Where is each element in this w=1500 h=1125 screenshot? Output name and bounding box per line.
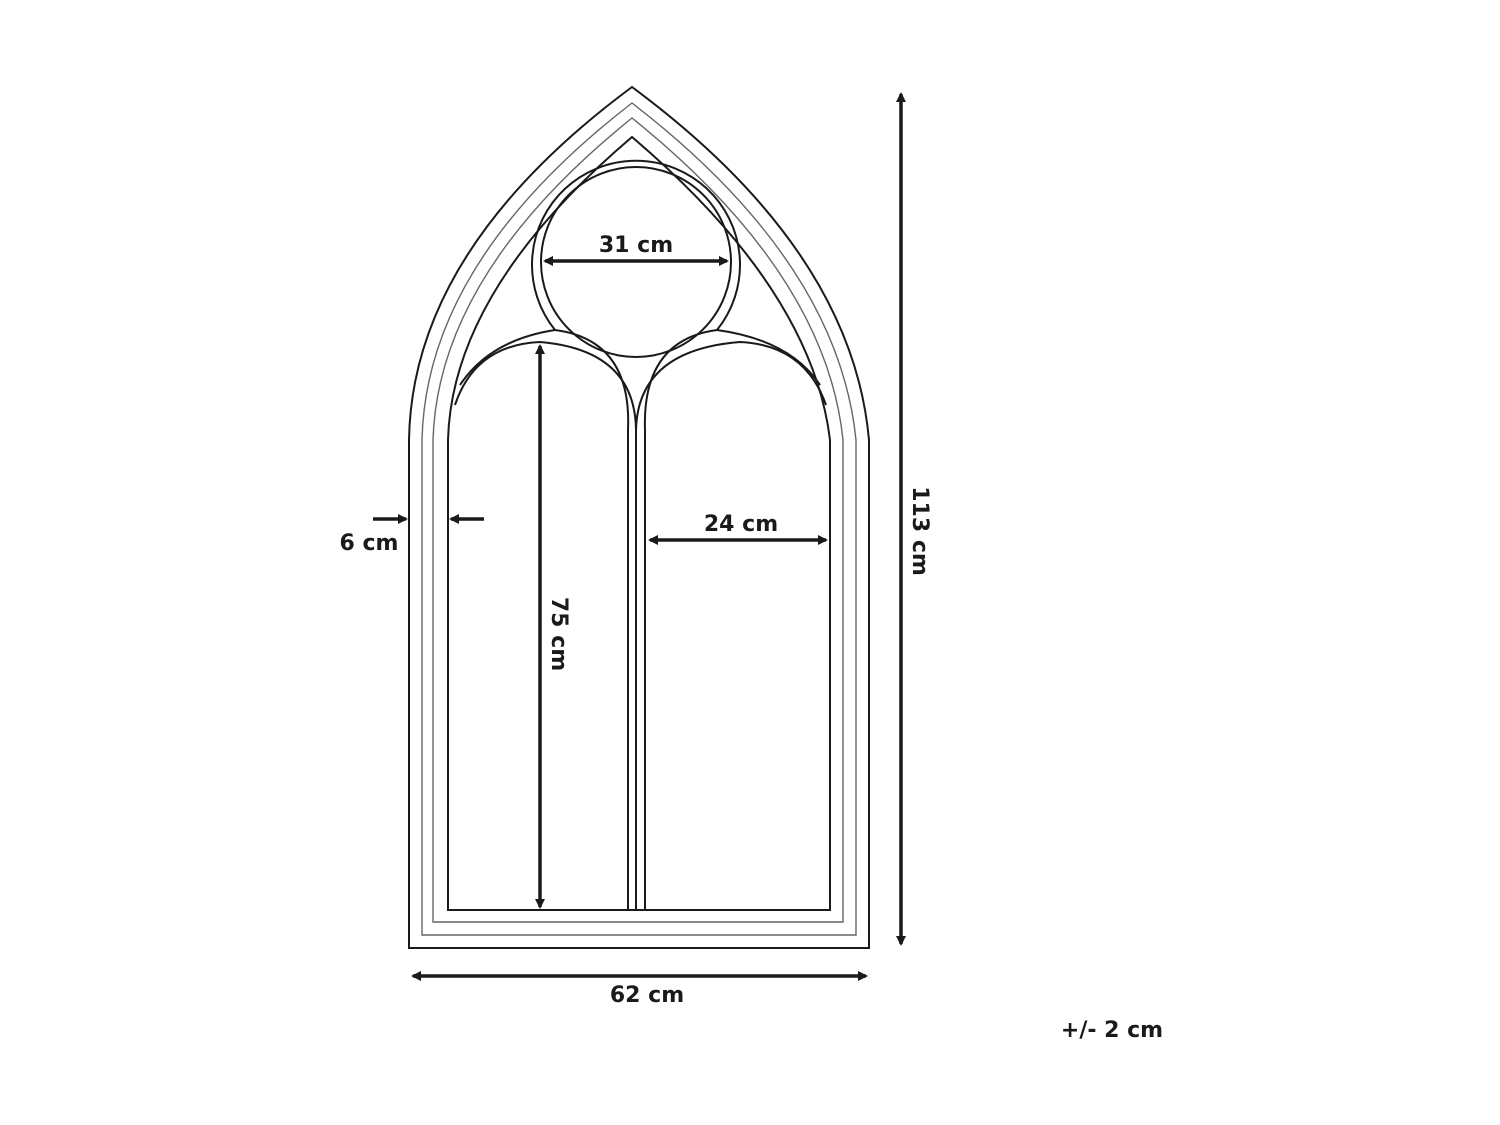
total-width-label: 62 cm [610,983,684,1008]
dimension-labels: 31 cm 24 cm 6 cm 62 cm 75 cm 113 cm +/- … [340,233,1164,1043]
tracery [454,159,827,910]
arch-height-label: 75 cm [546,597,571,671]
pane-width-label: 24 cm [704,512,778,537]
frame-outer-line [408,85,870,949]
circle-inner [540,166,732,358]
frame-outline [408,85,870,949]
total-height-label: 113 cm [907,486,932,576]
left-arch-inner [454,340,637,910]
frame-inner-line [447,135,831,911]
tolerance-label: +/- 2 cm [1061,1018,1163,1043]
dimension-lines [373,92,906,981]
right-arch-inner [635,340,827,431]
right-arch-outer [643,328,821,910]
circle-outer [531,159,741,331]
frame-line-3 [432,117,844,923]
circle-width-label: 31 cm [599,233,673,258]
frame-line-2 [421,102,857,936]
frame-thickness-label: 6 cm [340,531,399,556]
left-arch-outer [459,328,630,910]
